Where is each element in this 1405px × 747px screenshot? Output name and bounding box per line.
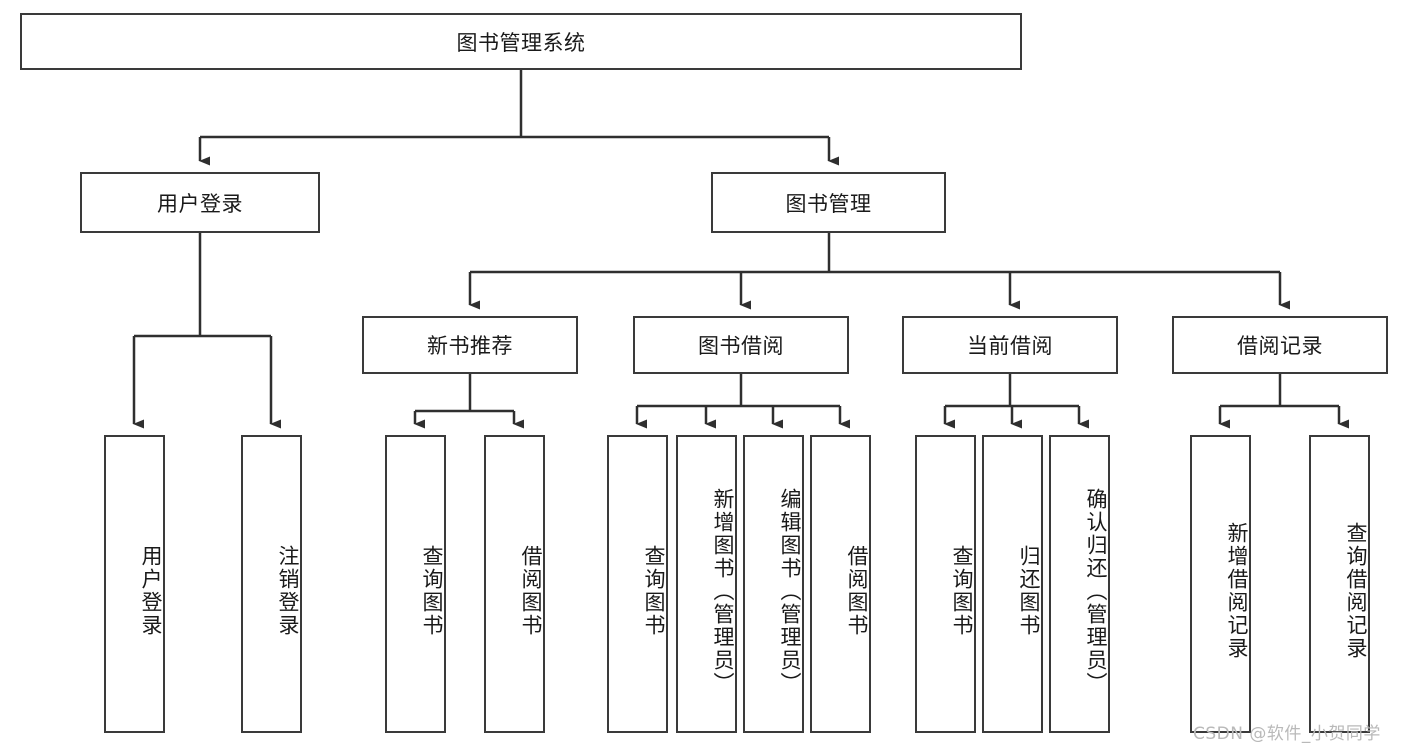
node-leaf-query-book-borrow[interactable]: 查询图书	[607, 435, 668, 733]
node-leaf-return-book[interactable]: 归还图书	[982, 435, 1043, 733]
node-label: 确认归还（管理员）	[1084, 487, 1108, 695]
node-leaf-confirm-return-admin[interactable]: 确认归还（管理员）	[1049, 435, 1110, 733]
node-leaf-edit-book-admin[interactable]: 编辑图书（管理员）	[743, 435, 804, 733]
node-label: 图书管理	[785, 191, 872, 216]
node-leaf-borrow-book-recommend[interactable]: 借阅图书	[484, 435, 545, 733]
node-label: 图书管理系统	[456, 30, 586, 55]
node-leaf-query-book-recommend[interactable]: 查询图书	[385, 435, 446, 733]
node-label: 查询借阅记录	[1344, 522, 1368, 660]
node-label: 查询图书	[950, 545, 974, 637]
node-label: 查询图书	[420, 545, 444, 637]
node-root[interactable]: 图书管理系统	[20, 13, 1022, 70]
node-label: 当前借阅	[967, 334, 1053, 358]
node-book-management[interactable]: 图书管理	[711, 172, 946, 233]
node-label: 新增图书（管理员）	[711, 487, 735, 695]
node-current-borrow[interactable]: 当前借阅	[902, 316, 1118, 374]
node-leaf-query-borrow-record[interactable]: 查询借阅记录	[1309, 435, 1370, 733]
node-leaf-user-login[interactable]: 用户登录	[104, 435, 165, 733]
node-leaf-query-book-current[interactable]: 查询图书	[915, 435, 976, 733]
node-label: 用户登录	[139, 545, 163, 637]
node-leaf-logout[interactable]: 注销登录	[241, 435, 302, 733]
watermark-label: CSDN @软件_小贺同学	[1193, 724, 1381, 744]
node-borrow-record[interactable]: 借阅记录	[1172, 316, 1388, 374]
node-label: 借阅图书	[845, 545, 869, 637]
node-label: 查询图书	[642, 545, 666, 637]
node-label: 归还图书	[1017, 545, 1041, 637]
node-leaf-add-borrow-record[interactable]: 新增借阅记录	[1190, 435, 1251, 733]
node-label: 借阅记录	[1237, 334, 1323, 358]
node-label: 借阅图书	[519, 545, 543, 637]
node-label: 新书推荐	[427, 334, 513, 358]
node-label: 图书借阅	[698, 334, 784, 358]
node-leaf-borrow-book[interactable]: 借阅图书	[810, 435, 871, 733]
node-new-book-recommend[interactable]: 新书推荐	[362, 316, 578, 374]
node-label: 注销登录	[276, 545, 300, 637]
node-user-login[interactable]: 用户登录	[80, 172, 320, 233]
node-book-borrow[interactable]: 图书借阅	[633, 316, 849, 374]
node-label: 编辑图书（管理员）	[778, 487, 802, 695]
node-label: 用户登录	[157, 191, 243, 216]
node-label: 新增借阅记录	[1225, 522, 1249, 660]
node-leaf-add-book-admin[interactable]: 新增图书（管理员）	[676, 435, 737, 733]
